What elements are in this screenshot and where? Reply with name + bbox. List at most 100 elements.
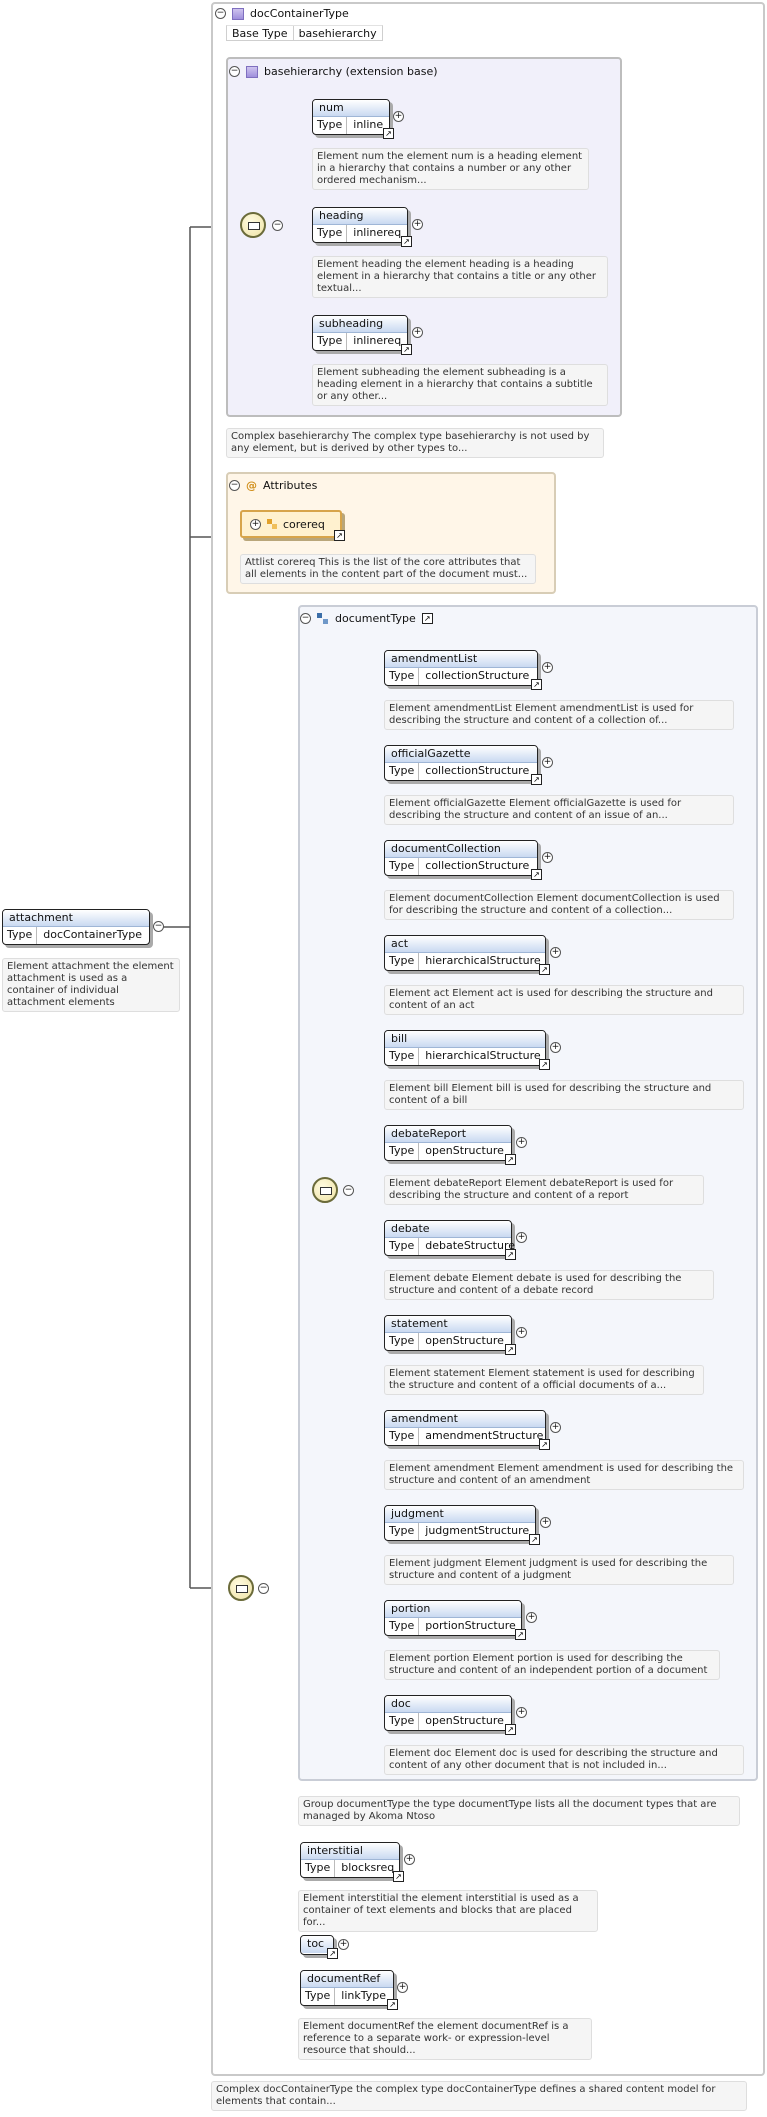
reference-arrow-icon[interactable]: ↗ [539, 1439, 550, 1450]
reference-arrow-icon[interactable]: ↗ [539, 1059, 550, 1070]
collapse-icon[interactable]: − [153, 921, 164, 932]
expand-icon[interactable]: + [250, 518, 261, 530]
reference-arrow-icon[interactable]: ↗ [539, 964, 550, 975]
basehierarchy-box [226, 57, 622, 417]
expand-icon[interactable]: + [550, 1422, 561, 1433]
expand-icon[interactable]: + [542, 852, 553, 863]
reference-arrow-icon[interactable]: ↗ [383, 128, 394, 139]
expand-icon[interactable]: + [542, 662, 553, 673]
element-documentation: Element subheading the element subheadin… [312, 364, 608, 406]
element-documentation: Element judgment Element judgment is use… [384, 1555, 734, 1585]
collapse-icon[interactable]: − [258, 1583, 269, 1594]
reference-arrow-icon[interactable]: ↗ [505, 1344, 516, 1355]
element-documentation: Element num the element num is a heading… [312, 148, 589, 190]
expand-icon[interactable]: + [516, 1327, 527, 1338]
sequence-compositor-icon[interactable] [240, 212, 266, 238]
expand-icon[interactable]: + [542, 757, 553, 768]
type-value: hierarchicalStructure [425, 1049, 541, 1062]
collapse-icon[interactable]: − [272, 220, 283, 231]
expand-icon[interactable]: + [516, 1707, 527, 1718]
type-value: collectionStructure [425, 859, 530, 872]
choice-compositor-icon[interactable] [228, 1575, 254, 1601]
root-element-attachment[interactable]: attachment Type docContainerType [2, 909, 150, 945]
expand-icon[interactable]: + [338, 1939, 349, 1950]
expand-icon[interactable]: + [404, 1854, 415, 1865]
reference-arrow-icon[interactable]: ↗ [505, 1724, 516, 1735]
element-documentation: Element amendment Element amendment is u… [384, 1460, 744, 1490]
reference-arrow-icon[interactable]: ↗ [334, 530, 345, 541]
expand-icon[interactable]: + [550, 1042, 561, 1053]
element-name: bill [385, 1031, 545, 1048]
reference-arrow-icon[interactable]: ↗ [531, 679, 542, 690]
element-documentation: Element documentRef the element document… [298, 2018, 592, 2060]
collapse-icon[interactable]: − [215, 8, 226, 19]
element-type-row: Type docContainerType [3, 927, 149, 944]
element-name: officialGazette [385, 746, 537, 763]
expand-icon[interactable]: + [526, 1612, 537, 1623]
expand-icon[interactable]: + [412, 219, 423, 230]
attribute-group-corereq[interactable]: + corereq ↗ [240, 510, 345, 541]
expand-icon[interactable]: + [550, 947, 561, 958]
reference-arrow-icon[interactable]: ↗ [401, 236, 412, 247]
expand-icon[interactable]: + [516, 1232, 527, 1243]
reference-arrow-icon[interactable]: ↗ [393, 1871, 404, 1882]
reference-arrow-icon[interactable]: ↗ [401, 344, 412, 355]
reference-arrow-icon[interactable]: ↗ [387, 1999, 398, 2010]
base-type-value: basehierarchy [298, 27, 377, 40]
type-value: openStructure [425, 1144, 504, 1157]
collapse-icon[interactable]: − [300, 613, 311, 624]
expand-icon[interactable]: + [516, 1137, 527, 1148]
reference-arrow-icon[interactable]: ↗ [505, 1249, 516, 1260]
collapse-icon[interactable]: − [229, 480, 240, 491]
element-toc[interactable]: toc ↗ [300, 1935, 338, 1959]
container-documentation: Complex docContainerType the complex typ… [211, 2081, 747, 2111]
choice-compositor-icon[interactable] [312, 1177, 338, 1203]
reference-arrow-icon[interactable]: ↗ [531, 869, 542, 880]
reference-arrow-icon[interactable]: ↗ [529, 1534, 540, 1545]
attribute-group-name: corereq [283, 517, 325, 531]
element-name: subheading [313, 316, 407, 333]
reference-arrow-icon[interactable]: ↗ [505, 1154, 516, 1165]
collapse-icon[interactable]: − [229, 66, 240, 77]
attributes-header: − @ Attributes [229, 479, 317, 492]
element-documentation: Element debate Element debate is used fo… [384, 1270, 714, 1300]
reference-arrow-icon[interactable]: ↗ [515, 1629, 526, 1640]
expand-icon[interactable]: + [393, 111, 404, 122]
type-value: judgmentStructure [425, 1524, 530, 1537]
element-name: documentRef [301, 1971, 393, 1988]
reference-arrow-icon[interactable]: ↗ [327, 1948, 338, 1959]
reference-arrow-icon[interactable]: ↗ [421, 613, 433, 624]
expand-icon[interactable]: + [397, 1982, 408, 1993]
collapse-icon[interactable]: − [343, 1185, 354, 1196]
expand-icon[interactable]: + [412, 327, 423, 338]
expand-icon[interactable]: + [540, 1517, 551, 1528]
reference-arrow-icon[interactable]: ↗ [531, 774, 542, 785]
element-name: toc [301, 1936, 333, 1953]
type-label: Type [313, 117, 348, 134]
element-name: num [313, 100, 389, 117]
